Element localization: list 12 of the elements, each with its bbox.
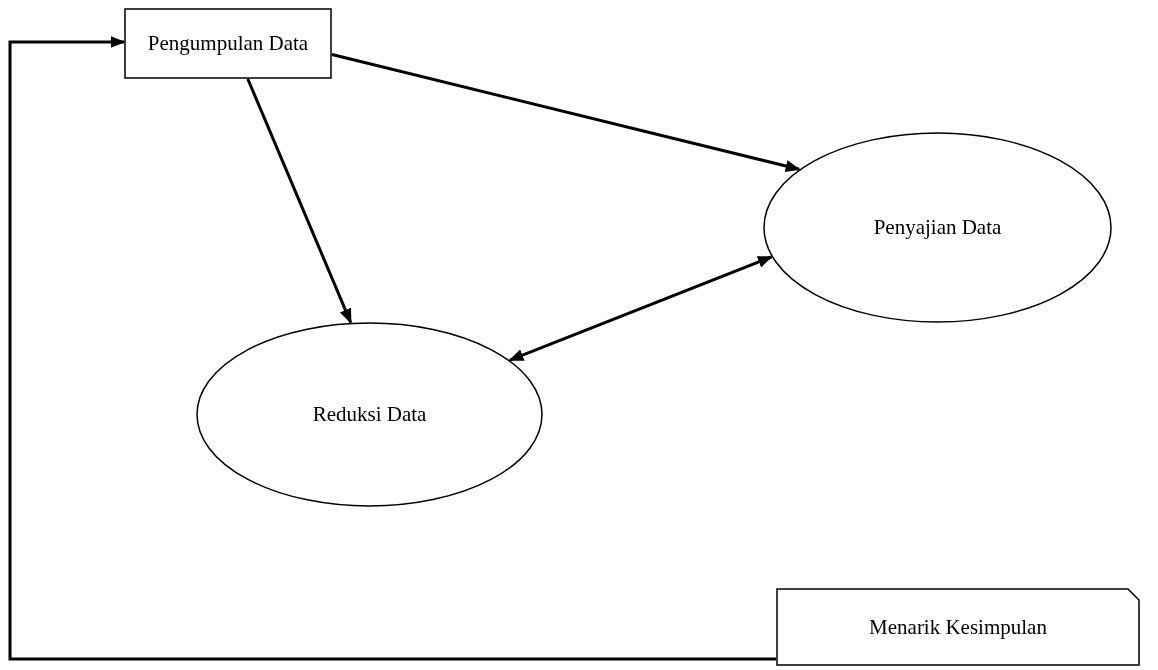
node-label: Pengumpulan Data [147,31,309,56]
process-box [776,588,1140,666]
node-label: Menarik Kesimpulan [869,614,1047,640]
process-ellipse [196,322,543,507]
arrow [246,78,353,324]
process-ellipse [763,132,1112,323]
arrow [508,255,773,362]
arrow [8,36,776,661]
process-box [124,8,332,79]
arrow [331,53,801,172]
node-label: Reduksi Data [312,402,427,427]
node-label: Penyajian Data [873,215,1002,240]
